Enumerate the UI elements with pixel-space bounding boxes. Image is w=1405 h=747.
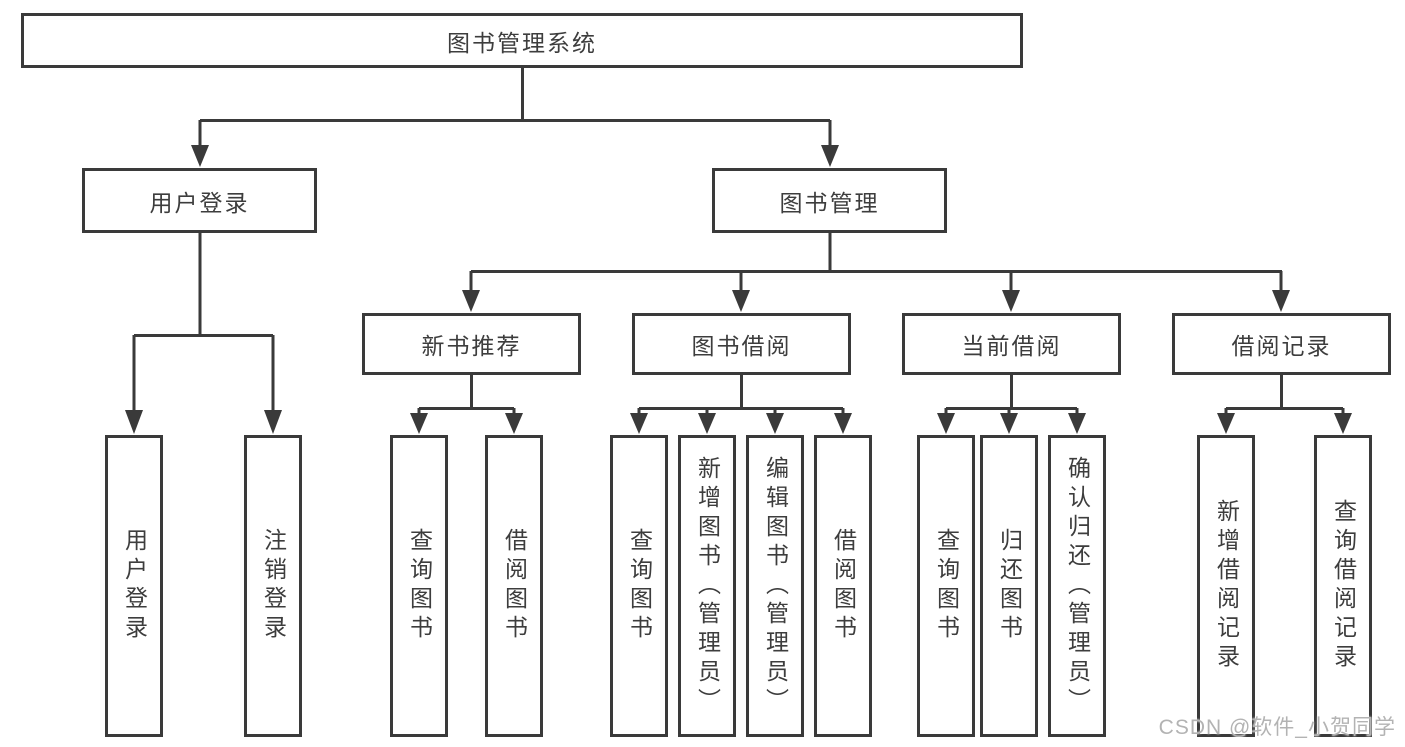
leaf-logout-login: 注销登录 [244,435,302,737]
node-label: 图书管理 [779,189,880,216]
leaf-edit-book-admin: 编辑图书（管理员） [746,435,804,737]
node-label: 当前借阅 [961,333,1062,359]
node-book-management: 图书管理 [712,168,947,233]
leaf-label: 注销登录 [260,528,287,644]
leaf-label: 用户登录 [121,528,148,644]
leaf-label: 查询借阅记录 [1330,499,1357,673]
node-root-system: 图书管理系统 [21,13,1023,68]
leaf-label: 新增借阅记录 [1213,499,1240,673]
node-user-login: 用户登录 [82,168,317,233]
leaf-label: 查询图书 [933,528,960,644]
csdn-watermark: CSDN @软件_小贺同学 [1158,716,1396,739]
leaf-query-book-recommend: 查询图书 [390,435,448,737]
leaf-label: 新增图书（管理员） [694,455,721,717]
arrowheads [125,145,1352,434]
leaf-add-book-admin: 新增图书（管理员） [678,435,736,737]
node-new-book-recommend: 新书推荐 [362,313,581,375]
leaf-borrow-book-recommend: 借阅图书 [485,435,543,737]
node-current-borrow: 当前借阅 [902,313,1121,375]
leaf-borrow-book: 借阅图书 [814,435,872,737]
leaf-label: 查询图书 [406,528,433,644]
leaf-query-book-borrow: 查询图书 [610,435,668,737]
leaf-label: 归还图书 [996,528,1023,644]
node-label: 借阅记录 [1231,333,1332,359]
node-borrow-record: 借阅记录 [1172,313,1391,375]
node-book-borrow: 图书借阅 [632,313,851,375]
leaf-label: 借阅图书 [830,528,857,644]
leaf-add-borrow-record: 新增借阅记录 [1197,435,1255,737]
leaf-user-login: 用户登录 [105,435,163,737]
leaf-label: 查询图书 [626,528,653,644]
leaf-label: 借阅图书 [501,528,528,644]
leaf-label: 确认归还（管理员） [1064,455,1091,717]
node-label: 图书借阅 [691,333,792,359]
leaf-query-book-current: 查询图书 [917,435,975,737]
node-label: 新书推荐 [421,333,522,359]
node-label: 图书管理系统 [447,29,597,56]
leaf-return-book: 归还图书 [980,435,1038,737]
leaf-label: 编辑图书（管理员） [762,455,789,717]
node-label: 用户登录 [149,189,250,216]
leaf-confirm-return-admin: 确认归还（管理员） [1048,435,1106,737]
leaf-query-borrow-record: 查询借阅记录 [1314,435,1372,737]
